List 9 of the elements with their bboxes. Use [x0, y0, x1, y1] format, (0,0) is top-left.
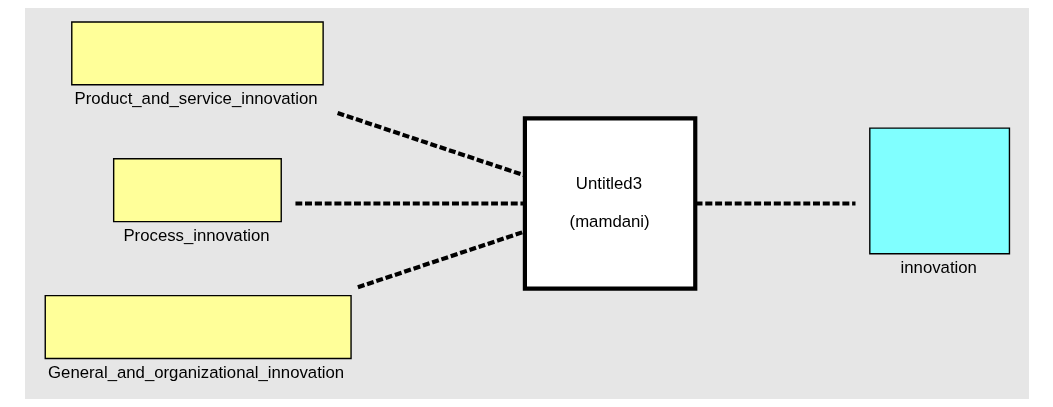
node-label: Product_and_service_innovation [74, 88, 318, 108]
node-box: Untitled3 (mamdani) [522, 116, 697, 291]
node-label: innovation [900, 257, 977, 277]
node-label: General_and_organizational_innovation [47, 362, 344, 382]
connector [695, 201, 855, 206]
connector [294, 201, 525, 206]
node-label: Process_innovation [122, 225, 270, 245]
connector [356, 229, 525, 290]
connector [336, 111, 525, 178]
